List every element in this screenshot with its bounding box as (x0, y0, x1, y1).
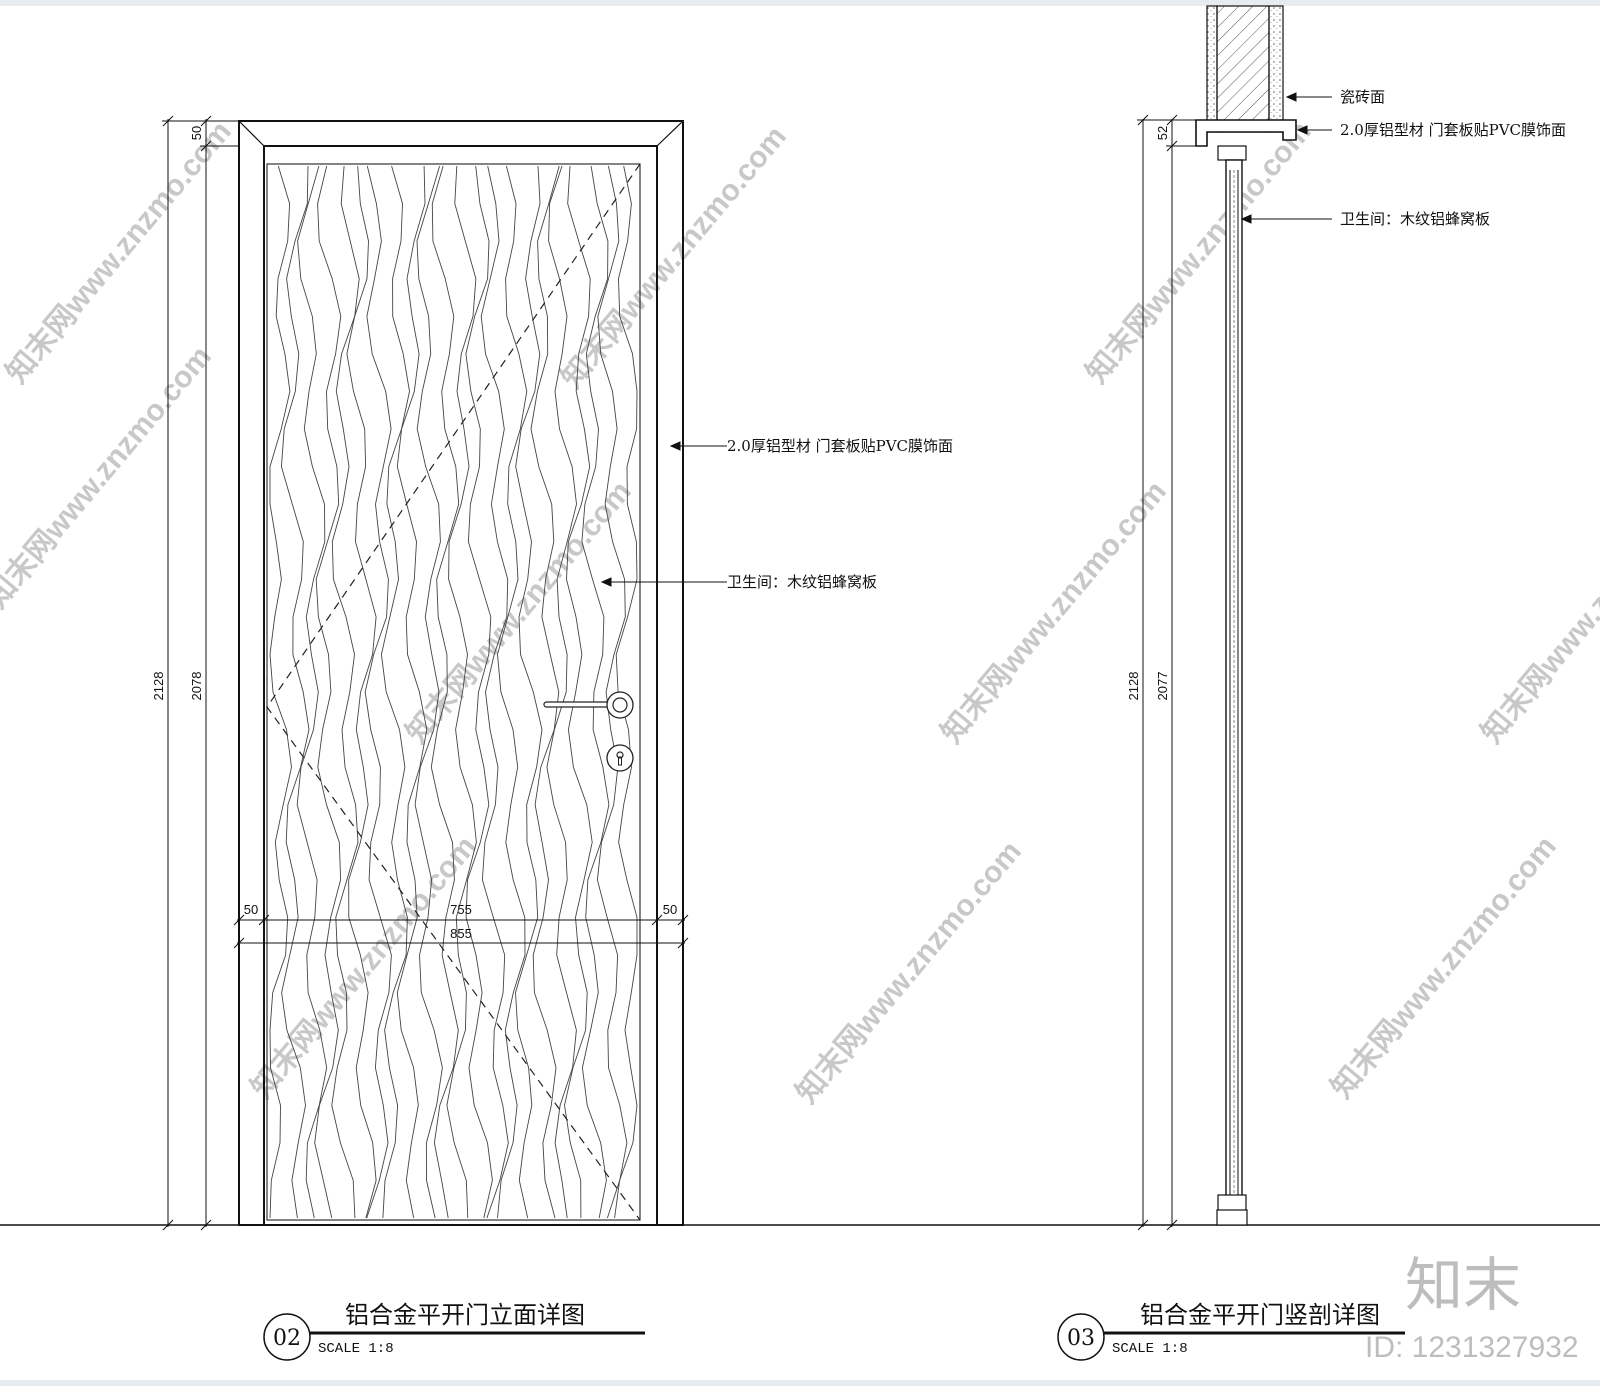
dim-total-width: 855 (450, 926, 472, 941)
dim-leaf-width: 755 (450, 902, 472, 917)
door-frame-inner (263, 145, 658, 1226)
wood-grain-line (581, 165, 610, 1219)
wood-grain-line (331, 165, 360, 1219)
wall-hatch (1216, 5, 1270, 133)
wood-grain-line (314, 165, 342, 1219)
wood-grain-line (346, 165, 377, 1219)
dim-right-frame: 50 (663, 902, 677, 917)
annotation-tile: 瓷砖面 (1340, 88, 1385, 106)
wood-grain-line (430, 165, 460, 1219)
swing-indicator (266, 163, 641, 1221)
section-title: 铝合金平开门竖剖详图 (1140, 1301, 1380, 1329)
door-leaf (266, 163, 641, 1221)
wood-grain-line (480, 165, 509, 1219)
brand-watermark: 知末 (1405, 1251, 1521, 1319)
watermark-text: 知末网www.znzmo.com (1080, 115, 1318, 389)
watermark-text: 知末网www.znzmo.com (790, 835, 1028, 1109)
section-scale: SCALE 1:8 (1112, 1341, 1188, 1357)
wood-grain-line (269, 165, 292, 1219)
bottom-border-band (0, 1380, 1600, 1386)
wood-grain-line (280, 165, 310, 1219)
dim-left-frame: 50 (244, 902, 258, 917)
wood-grain-line (396, 165, 428, 1219)
wood-grain-line (596, 165, 628, 1219)
door-section (1195, 5, 1297, 1226)
annotation-frame-material: 2.0厚铝型材 门套板贴PVC膜饰面 (727, 437, 953, 455)
door-elevation (238, 120, 684, 1226)
section-drawing-number: 03 (1067, 1326, 1095, 1351)
top-border-band (0, 0, 1600, 6)
watermark-text: 知末网www.znzmo.com (245, 830, 483, 1104)
annotation-panel-material: 卫生间：木纹铝蜂窝板 (727, 573, 877, 591)
elevation-title-block (263, 1313, 645, 1361)
door-handle (543, 691, 634, 719)
wood-grain-line (364, 165, 392, 1219)
wood-grain-line (546, 165, 577, 1219)
elevation-horizontal-dims (233, 905, 689, 949)
id-watermark: ID: 1231327932 (1365, 1331, 1579, 1364)
wood-grain-line (465, 165, 493, 1219)
section-leaders (1240, 92, 1332, 224)
dim-section-top-frame: 52 (1155, 126, 1170, 140)
elevation-vertical-dims (162, 115, 240, 1231)
door-lock-cylinder (606, 744, 634, 772)
dim-section-leaf-height: 2077 (1155, 672, 1170, 701)
annotation-section-panel-material: 卫生间：木纹铝蜂窝板 (1340, 210, 1490, 228)
wood-grain-line (296, 165, 328, 1219)
dim-top-frame: 50 (189, 126, 204, 140)
watermark-text: 知末网www.znzmo.com (0, 340, 218, 614)
watermark-text: 知末网www.znzmo.com (1325, 830, 1563, 1104)
annotation-section-frame-material: 2.0厚铝型材 门套板贴PVC膜饰面 (1340, 121, 1566, 139)
wood-grain-line (564, 165, 593, 1219)
dim-leaf-height: 2078 (189, 672, 204, 701)
wood-grain-line (530, 165, 560, 1219)
section-title-block (1057, 1313, 1405, 1361)
wood-grain-line (414, 165, 443, 1219)
section-vertical-dims (1137, 114, 1196, 1231)
wood-grain-line (515, 165, 543, 1219)
wood-grain-pattern (269, 165, 638, 1219)
watermark-text: 知末网www.znzmo.com (935, 475, 1173, 749)
drawing-number: 02 (273, 1326, 301, 1351)
wood-grain-line (497, 165, 528, 1219)
dim-section-total-height: 2128 (1126, 672, 1141, 701)
elevation-scale: SCALE 1:8 (318, 1341, 394, 1357)
wood-grain-line (380, 165, 410, 1219)
wood-grain-line (446, 165, 477, 1219)
elevation-title: 铝合金平开门立面详图 (345, 1301, 585, 1329)
wall-tile-layer (1206, 5, 1218, 133)
dim-total-height: 2128 (151, 672, 166, 701)
elevation-leaders (600, 441, 727, 587)
watermark-text: 知末网www.znzmo.com (555, 120, 793, 394)
head-frame-profile (1195, 119, 1297, 147)
watermark-text: 知末网www.znzmo.com (1475, 475, 1600, 749)
